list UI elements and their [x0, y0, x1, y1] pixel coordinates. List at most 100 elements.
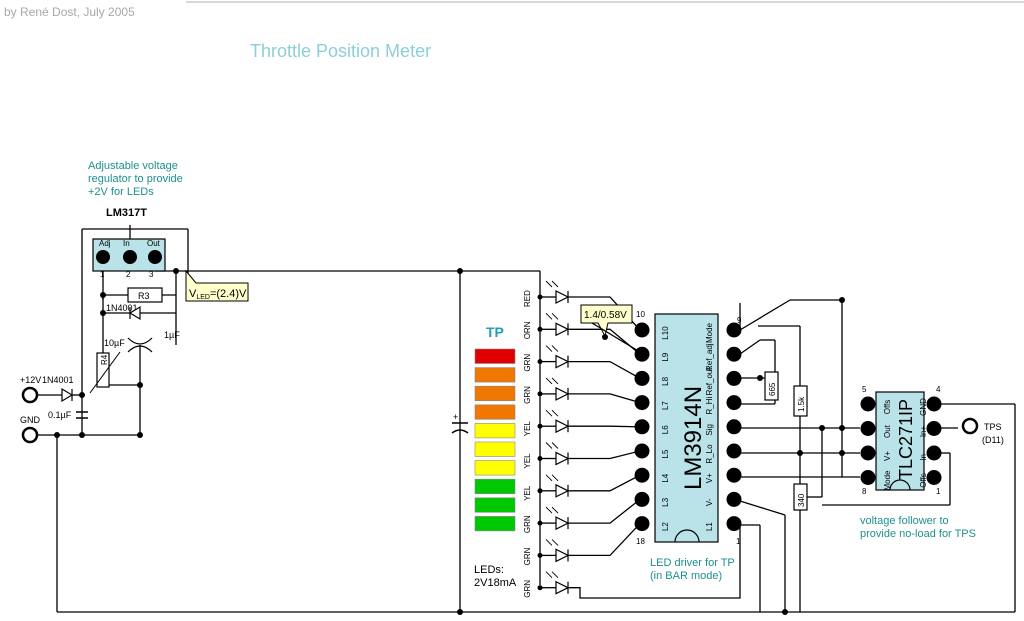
- resistor-665: [764, 371, 779, 401]
- lm3914n-pin: [726, 443, 742, 459]
- reference-voltage-callout: [580, 304, 633, 338]
- led-symbol: [555, 290, 570, 304]
- plus12v-terminal: [21, 386, 39, 404]
- reference-voltage-text: 1.4/0.58V: [584, 310, 627, 321]
- tlc271ip-pin5-label: 5: [862, 385, 867, 394]
- tlc271ip-left-pin-label: Offs: [883, 400, 892, 415]
- led-symbol: [555, 516, 570, 531]
- leds-spec: 2V18mA: [474, 577, 517, 589]
- lm3914n-pin: [726, 322, 742, 338]
- led-symbol: [555, 483, 570, 498]
- lm3914n-part-label: LM3914N: [680, 386, 707, 490]
- lm3914n-left-pin-label: L6: [661, 425, 670, 434]
- lm3914n-pin: [726, 346, 742, 362]
- tlc271ip-pin: [926, 445, 942, 461]
- bar-segment: [474, 423, 516, 439]
- input-capacitor-label: 0.1µF: [48, 410, 72, 420]
- lm3914n-left-pin-label: L10: [661, 326, 670, 340]
- led-bar-graph: [474, 348, 516, 532]
- lm3914n-package: [654, 313, 719, 543]
- regulator-part-label: LM317T: [106, 207, 147, 219]
- lm3914n-pin: [726, 419, 742, 435]
- input-diode-label: 1N4001: [42, 375, 74, 385]
- capacitor-10uf-label: 10µF: [104, 338, 125, 348]
- lm317t-pin-out: [148, 250, 162, 264]
- tlc271ip-pin4-label: 4: [936, 385, 941, 394]
- lm3914n-pin: [634, 467, 650, 483]
- led-color-label: GRN: [523, 580, 532, 598]
- led-symbol: [555, 354, 570, 369]
- bar-segment: [474, 478, 516, 495]
- tlc271ip-right-pin-label: Offs: [919, 473, 928, 488]
- lm3914n-left-pin-label: L7: [661, 401, 670, 410]
- opamp-wiring: [785, 403, 1016, 613]
- led-color-label: RED: [523, 290, 532, 307]
- lm317t-pin3-label: 3: [149, 270, 154, 279]
- bar-segment: [474, 385, 516, 402]
- lm3914n-pin: [726, 370, 742, 386]
- lm3914n-right-pin-label: R_Lo: [705, 444, 714, 464]
- resistor-340: [793, 483, 808, 511]
- led-color-label: YEL: [523, 453, 532, 469]
- lm3914n-pin10-label: 10: [636, 310, 645, 319]
- led-color-label: GRN: [523, 386, 532, 404]
- tlc271ip-pin: [860, 445, 876, 461]
- diagram-title: Throttle Position Meter: [250, 41, 431, 61]
- lm3914n-pin: [726, 491, 742, 507]
- svg-text:+: +: [453, 412, 458, 422]
- lm3914n-pin: [634, 395, 650, 411]
- regulator-diode-label: 1N4001: [106, 303, 138, 313]
- tlc271ip-part-label: TLC271IP: [896, 399, 916, 480]
- tps-label: TPS: [984, 422, 1002, 432]
- lm317t-pin-adj: [96, 250, 110, 264]
- resistor-1-5k: [793, 385, 808, 417]
- bar-segment: [474, 441, 516, 457]
- lm3914n-right-pin-label: L1: [705, 522, 714, 531]
- tlc271ip-right-pin-label: In-: [919, 451, 928, 461]
- lm3914n-left-pin-label: L5: [661, 449, 670, 458]
- resistor-1-5k-label: 1.5k: [797, 396, 806, 412]
- tlc271ip-pin: [860, 396, 876, 412]
- regulator-note-line1: Adjustable voltage: [88, 160, 178, 172]
- bar-segment: [474, 348, 516, 364]
- resistor-r3-label: R3: [138, 291, 150, 301]
- led-symbol: [555, 451, 570, 466]
- lm3914n-right-pin-label: Sig: [705, 424, 714, 436]
- gnd-label: GND: [20, 415, 41, 425]
- lm317t-pin-adj-label: Adj: [99, 239, 111, 248]
- tlc271ip-pin: [926, 470, 942, 485]
- tlc271ip-pin: [860, 470, 876, 485]
- capacitor-1uf-label: 1µF: [164, 330, 180, 340]
- led-color-label: YEL: [523, 421, 532, 437]
- tlc271ip-pin: [860, 421, 876, 436]
- regulator-note-line3: +2V for LEDs: [88, 186, 154, 198]
- lm3914n-left-pin-label: L2: [661, 522, 670, 531]
- lm3914n-pin: [726, 467, 742, 483]
- bar-segment: [474, 460, 516, 476]
- resistor-340-label: 340: [797, 493, 806, 507]
- input-diode-symbol: [61, 387, 74, 403]
- bar-segment: [474, 404, 516, 420]
- tlc271ip-package: [875, 391, 925, 491]
- lm3914n-pin18-label: 18: [636, 537, 645, 546]
- lm3914n-pin1-label: 1: [736, 537, 741, 546]
- led-color-label: YEL: [523, 485, 532, 501]
- vled-callout: [185, 269, 249, 302]
- bar-segment: [474, 367, 516, 383]
- lm3914n-left-pin-label: L3: [661, 497, 670, 506]
- resistor-r3: [127, 287, 163, 303]
- lm317t-pin-out-label: Out: [147, 239, 161, 248]
- lm3914n-left-pin-label: L8: [661, 376, 670, 385]
- led-color-label: GRN: [523, 547, 532, 565]
- led-symbol: [555, 419, 570, 434]
- regulator-note-line2: regulator to provide: [88, 173, 183, 185]
- led-symbol: [555, 322, 570, 337]
- tlc271ip-right-pin-label: GND: [919, 398, 928, 416]
- led-symbol: [555, 580, 570, 595]
- led-symbol: [555, 386, 570, 401]
- lm3914n-left-pin-label: L9: [661, 352, 670, 361]
- bar-segment: [474, 516, 516, 532]
- lm3914n-pin: [634, 443, 650, 459]
- author-credit: by René Dost, July 2005: [4, 5, 135, 19]
